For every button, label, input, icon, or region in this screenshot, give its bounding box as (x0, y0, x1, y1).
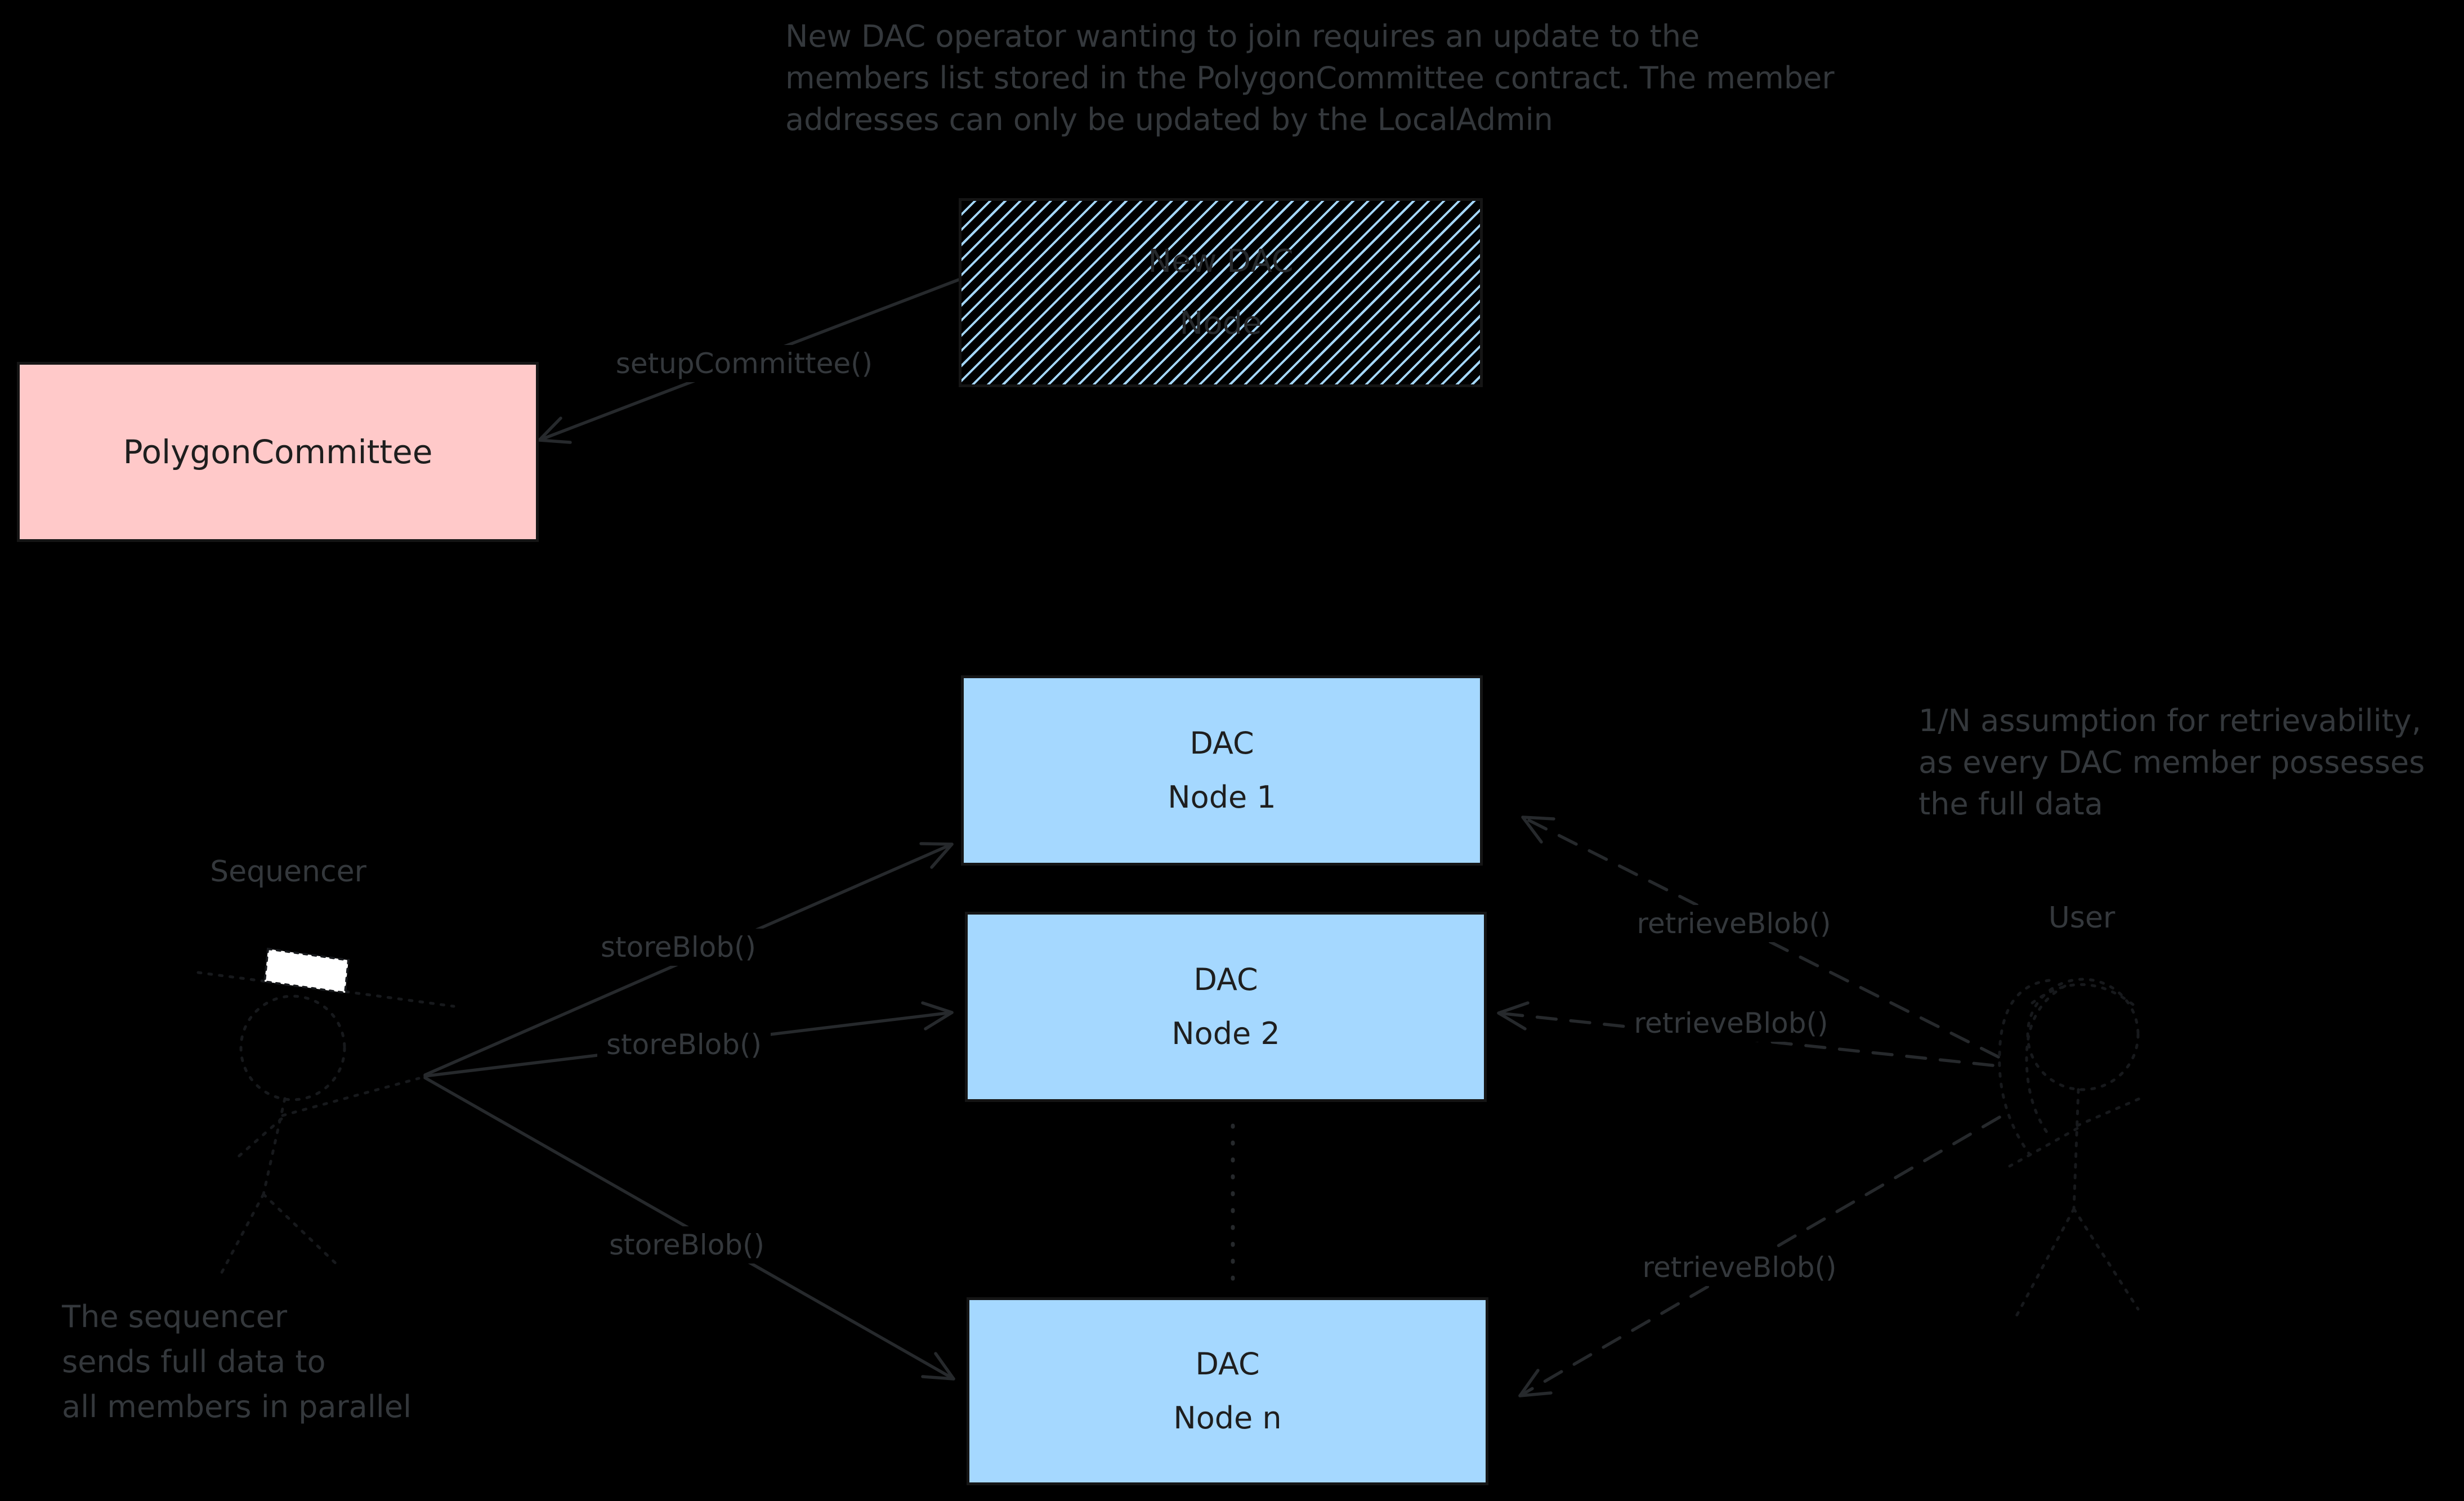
store-blob-arrowhead-3 (921, 1352, 955, 1381)
store-blob-edge-label-1: storeBlob() (591, 929, 766, 966)
retrieve-blob-arrowhead-1 (1521, 816, 1555, 844)
retrieve-blob-edge-label-2: retrieveBlob() (1625, 1005, 1837, 1042)
note-sequencer-parallel: The sequencer sends full data to all mem… (62, 1294, 412, 1430)
retrieve-blob-edge-label-3: retrieveBlob() (1633, 1249, 1846, 1286)
setup-committee-edge-label: setupCommittee() (606, 345, 882, 382)
dac-node-n-box: DAC Node n (967, 1297, 1488, 1485)
user-person-icon (1998, 978, 2147, 1318)
new-dac-node-box: New DAC Node (959, 198, 1483, 387)
store-blob-arrowhead-1 (919, 842, 954, 869)
retrieve-blob-arrowhead-2 (1497, 1001, 1530, 1030)
sequencer-person-with-hat-icon (196, 947, 455, 1280)
sequencer-label: Sequencer (210, 855, 366, 889)
dac-node-1-box: DAC Node 1 (961, 675, 1483, 866)
new-dac-node-label-line1: New DAC (1148, 243, 1294, 280)
store-blob-edge-label-3: storeBlob() (600, 1226, 774, 1263)
dac-node-2-label-line2: Node 2 (1171, 1016, 1280, 1051)
note-line: members list stored in the PolygonCommit… (785, 60, 1835, 96)
note-line: New DAC operator wanting to join require… (785, 19, 1700, 54)
dac-node-n-label-line1: DAC (1195, 1346, 1260, 1382)
retrieve-blob-edge-label-1: retrieveBlob() (1627, 905, 1840, 942)
note-new-dac-operator: New DAC operator wanting to join require… (785, 16, 1835, 141)
store-blob-edge-label-2: storeBlob() (597, 1026, 771, 1063)
dac-node-1-label-line1: DAC (1189, 725, 1254, 761)
note-line: addresses can only be updated by the Loc… (785, 102, 1553, 137)
note-line: the full data (1919, 786, 2103, 822)
dac-node-n-label-line2: Node n (1173, 1400, 1282, 1436)
dac-node-2-label-line1: DAC (1193, 962, 1258, 997)
dac-node-1-label-line2: Node 1 (1168, 779, 1276, 815)
retrieve-blob-arrow-1 (1521, 816, 2000, 1059)
note-line: The sequencer (62, 1299, 288, 1334)
setup-committee-arrowhead (538, 416, 572, 444)
polygon-committee-box: PolygonCommittee (17, 362, 539, 542)
polygon-committee-label: PolygonCommittee (123, 433, 433, 471)
retrieve-blob-arrowhead-3 (1518, 1369, 1553, 1397)
note-line: as every DAC member possesses (1919, 745, 2425, 780)
note-line: all members in parallel (62, 1389, 412, 1424)
new-dac-node-label-line2: Node (1179, 305, 1262, 342)
sequencer-hat-crown (263, 947, 350, 994)
store-blob-arrowhead-2 (921, 1001, 954, 1030)
note-line: sends full data to (62, 1344, 326, 1379)
note-retrievability: 1/N assumption for retrievability, as ev… (1919, 700, 2425, 825)
note-line: 1/N assumption for retrievability, (1919, 703, 2422, 738)
dac-node-2-box: DAC Node 2 (965, 912, 1487, 1102)
user-label: User (2048, 901, 2116, 935)
